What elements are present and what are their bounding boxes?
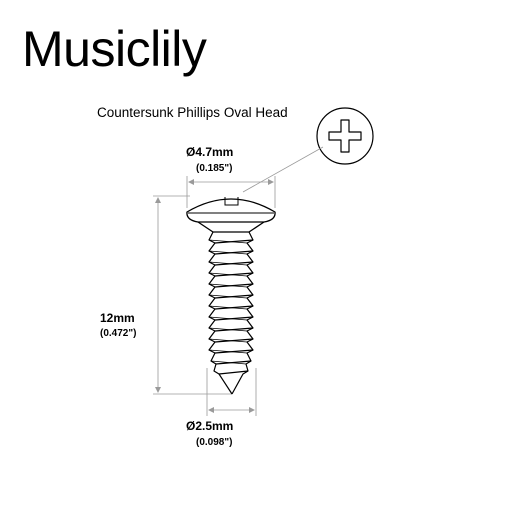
screw-shank bbox=[208, 231, 254, 395]
head-diameter-imperial: (0.185") bbox=[196, 163, 233, 174]
icon-leader-line bbox=[242, 146, 324, 193]
shank-diameter-imperial: (0.098") bbox=[196, 437, 233, 448]
screw-head bbox=[186, 197, 276, 233]
shank-diameter-metric: Ø2.5mm bbox=[186, 419, 234, 433]
head-type-label: Countersunk Phillips Oval Head bbox=[97, 105, 288, 120]
shank-diameter-dimension bbox=[206, 368, 257, 416]
phillips-cross-icon bbox=[316, 107, 374, 165]
length-metric: 12mm bbox=[100, 311, 135, 325]
head-diameter-dimension bbox=[186, 176, 276, 208]
head-diameter-metric: Ø4.7mm bbox=[186, 145, 234, 159]
brand-logo-text: Musiclily bbox=[22, 21, 207, 77]
length-imperial: (0.472") bbox=[100, 328, 137, 339]
length-dimension bbox=[153, 195, 232, 395]
